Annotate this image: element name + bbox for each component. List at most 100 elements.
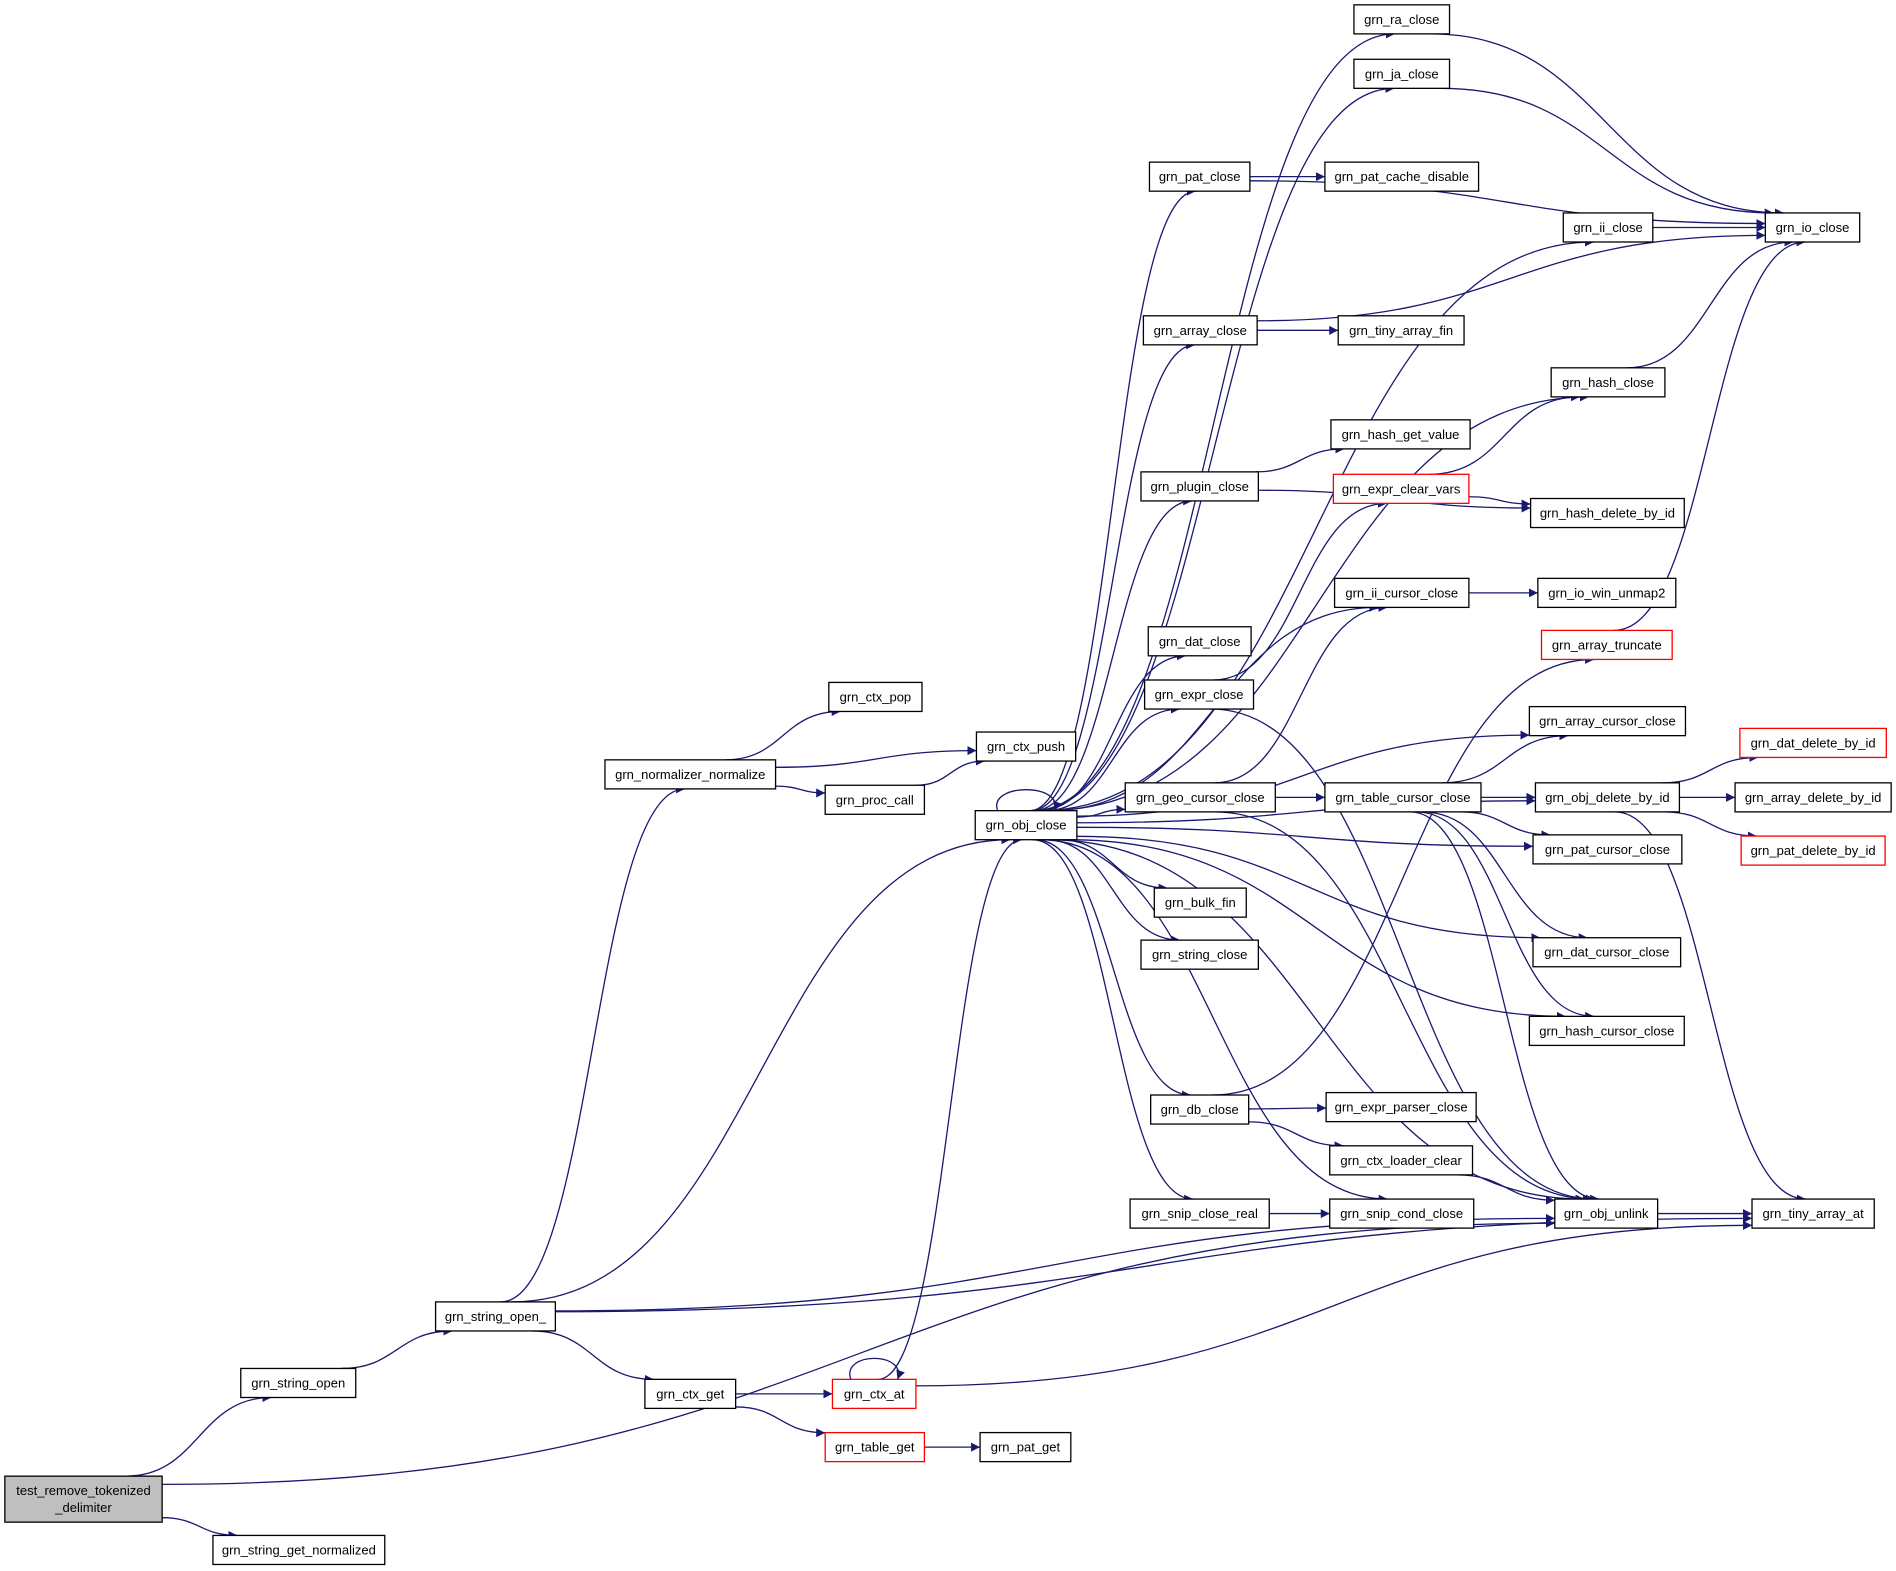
edge-normalizer_normalize-to-proc_call [775,785,826,798]
node-box [1150,1094,1250,1125]
edge-obj_delete_by_id-to-pat_delete_by_id [1663,811,1758,841]
node-pat-cursor-close[interactable]: grn_pat_cursor_close [1532,834,1683,865]
node-box [1562,212,1654,243]
node-label: grn_expr_close [1155,687,1244,702]
node-hash-get-value[interactable]: grn_hash_get_value [1330,419,1471,450]
edge-obj_close-to-db_close [1034,839,1191,1100]
node-obj-delete-by-id[interactable]: grn_obj_delete_by_id [1534,782,1681,813]
node-proc-call[interactable]: grn_proc_call [824,784,926,815]
node-snip-close-real[interactable]: grn_snip_close_real [1129,1198,1270,1229]
node-box [1324,161,1480,192]
node-box [824,784,926,815]
node-obj-unlink[interactable]: grn_obj_unlink [1554,1198,1659,1229]
node-expr-clear-vars[interactable]: grn_expr_clear_vars [1332,473,1470,504]
edge-obj_close-to-obj_unlink [1047,839,1585,1204]
node-pat-delete-by-id[interactable]: grn_pat_delete_by_id [1740,835,1886,866]
node-plugin-close[interactable]: grn_plugin_close [1140,471,1260,502]
node-normalizer-normalize[interactable]: grn_normalizer_normalize [604,759,777,790]
node-string-close[interactable]: grn_string_close [1140,939,1260,970]
node-dat-delete-by-id[interactable]: grn_dat_delete_by_id [1739,727,1887,759]
node-label: test_remove_tokenized [16,1483,150,1498]
edge-root-to-obj_unlink [162,1218,1555,1486]
node-bulk-fin[interactable]: grn_bulk_fin [1153,887,1247,918]
node-io-win-unmap2[interactable]: grn_io_win_unmap2 [1537,577,1677,609]
node-ii-cursor-close[interactable]: grn_ii_cursor_close [1333,577,1470,609]
node-box [1550,367,1666,398]
node-box [1143,679,1255,710]
node-string-open[interactable]: grn_string_open [240,1367,357,1399]
node-hash-delete-by-id[interactable]: grn_hash_delete_by_id [1529,497,1685,529]
node-tiny-array-at[interactable]: grn_tiny_array_at [1751,1198,1875,1229]
node-pat-cache-disable[interactable]: grn_pat_cache_disable [1324,161,1480,192]
node-expr-parser-close[interactable]: grn_expr_parser_close [1325,1091,1477,1123]
node-label: grn_hash_get_value [1342,427,1460,442]
node-pat-close[interactable]: grn_pat_close [1148,161,1251,192]
node-io-close[interactable]: grn_io_close [1764,212,1861,243]
node-obj-close[interactable]: grn_obj_close [974,810,1078,841]
node-label: grn_pat_delete_by_id [1751,843,1876,858]
edge-expr_clear_vars-to-hash_close [1429,392,1580,475]
node-label: grn_plugin_close [1151,479,1249,494]
node-label: grn_normalizer_normalize [615,767,765,782]
node-tiny-array-fin[interactable]: grn_tiny_array_fin [1337,315,1465,346]
node-box [1329,1145,1474,1176]
edge-db_close-to-array_truncate [1212,654,1595,1096]
edge-string_open_-to-normalizer_normalize [500,784,686,1303]
node-db-close[interactable]: grn_db_close [1150,1094,1250,1125]
node-box [1332,473,1470,504]
node-ctx-at[interactable]: grn_ctx_at [831,1378,917,1410]
node-ra-close[interactable]: grn_ra_close [1353,4,1451,35]
node-table-get[interactable]: grn_table_get [824,1431,926,1463]
node-hash-close[interactable]: grn_hash_close [1550,367,1666,398]
node-geo-cursor-close[interactable]: grn_geo_cursor_close [1124,782,1276,813]
node-pat-get[interactable]: grn_pat_get [979,1431,1072,1463]
edge-obj_close-to-array_close [1031,340,1196,812]
edge-string_open_-to-ctx_get [532,1330,654,1384]
node-dat-cursor-close[interactable]: grn_dat_cursor_close [1532,937,1682,968]
edge-obj_close-to-ii_close [1040,237,1594,812]
node-expr-close[interactable]: grn_expr_close [1143,679,1255,710]
node-array-truncate[interactable]: grn_array_truncate [1540,629,1673,661]
node-box [1148,161,1251,192]
node-ja-close[interactable]: grn_ja_close [1353,58,1451,89]
edges-layer [125,29,1806,1540]
node-box [979,1431,1072,1463]
node-ii-close[interactable]: grn_ii_close [1562,212,1654,243]
node-label: grn_bulk_fin [1165,895,1236,910]
node-box [1740,835,1886,866]
node-array-close[interactable]: grn_array_close [1142,315,1258,346]
node-box [1140,939,1260,970]
node-snip-cond-close[interactable]: grn_snip_cond_close [1329,1198,1475,1229]
node-label: grn_array_truncate [1552,637,1662,652]
node-label: grn_pat_cache_disable [1335,169,1469,184]
node-label: grn_db_close [1161,1102,1239,1117]
edge-string_open_-to-obj_close [511,835,1011,1303]
node-ctx-push[interactable]: grn_ctx_push [975,731,1077,762]
edge-table_cursor_close-to-array_cursor_close [1441,731,1569,784]
node-ctx-pop[interactable]: grn_ctx_pop [828,681,923,713]
node-array-delete-by-id[interactable]: grn_array_delete_by_id [1734,782,1892,813]
edge-obj_close-to-plugin_close [1033,496,1193,812]
node-label: grn_ra_close [1364,12,1439,27]
node-label: grn_pat_cursor_close [1545,842,1670,857]
node-dat-close[interactable]: grn_dat_close [1147,626,1252,657]
edge-ctx_at-to-ctx_at [849,1357,905,1380]
node-ctx-loader-clear[interactable]: grn_ctx_loader_clear [1329,1145,1474,1176]
node-string-get-normalized[interactable]: grn_string_get_normalized [212,1534,386,1566]
edge-ctx_get-to-table_get [735,1406,826,1438]
node-string-open-[interactable]: grn_string_open_ [434,1301,557,1332]
node-box [1129,1198,1270,1229]
edge-obj_close-to-hash_cursor_close [1067,839,1566,1021]
node-table-cursor-close[interactable]: grn_table_cursor_close [1324,782,1482,813]
node-label: grn_pat_close [1159,169,1241,184]
node-hash-cursor-close[interactable]: grn_hash_cursor_close [1528,1015,1685,1047]
node-box [1324,782,1482,813]
edge-obj_close-to-ra_close [1032,29,1395,812]
node-box [644,1378,737,1410]
node-ctx-get[interactable]: grn_ctx_get [644,1378,737,1410]
node-array-cursor-close[interactable]: grn_array_cursor_close [1528,705,1687,737]
node-label: grn_array_close [1154,323,1247,338]
node-root[interactable]: test_remove_tokenized_delimiter [4,1475,163,1523]
node-box [1337,315,1465,346]
edge-table_cursor_close-to-obj_unlink [1410,811,1600,1204]
